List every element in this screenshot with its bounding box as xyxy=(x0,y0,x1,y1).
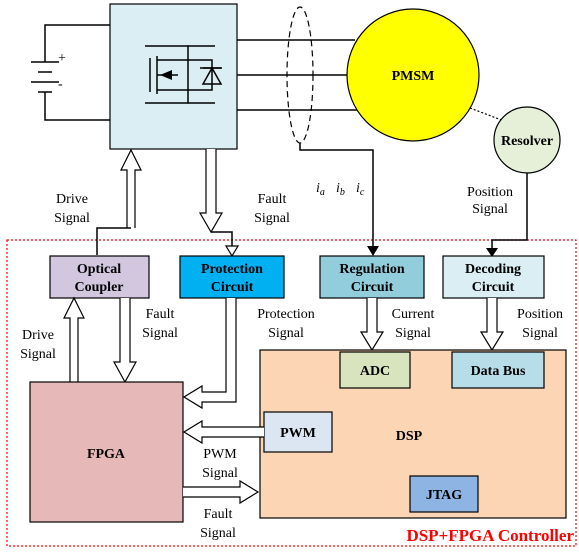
regulation-to-dsp-arrow xyxy=(359,298,385,352)
decoding-circuit-box xyxy=(442,255,545,299)
drive-signal-left-1: Drive xyxy=(22,328,54,343)
current-sense-arrowhead xyxy=(367,246,379,256)
controller-label: DSP+FPGA Controller xyxy=(406,526,574,545)
current-label-ib: ib xyxy=(336,181,345,198)
optical-coupler-line1: Optical xyxy=(77,262,121,277)
phase-lines xyxy=(237,39,358,111)
jtag-label: JTAG xyxy=(426,488,462,503)
fault-signal-bottom-2: Signal xyxy=(200,526,236,541)
current-signal-2: Signal xyxy=(395,326,431,341)
position-line xyxy=(491,173,528,250)
drive-line xyxy=(96,227,131,255)
pmsm-label: PMSM xyxy=(392,69,435,84)
battery-plus: + xyxy=(58,51,66,66)
position-signal-right-1: Position xyxy=(517,307,563,322)
pwm-signal-1: PWM xyxy=(203,447,237,462)
decoding-to-dsp-arrow xyxy=(479,298,505,352)
dsp-label: DSP xyxy=(396,429,423,444)
drive-signal-left-2: Signal xyxy=(20,347,56,362)
position-arrowhead xyxy=(486,248,498,257)
optical-coupler-line2: Coupler xyxy=(75,280,124,295)
diode-triangle xyxy=(201,66,223,85)
current-sense-line xyxy=(299,143,374,248)
adc-box xyxy=(339,351,411,389)
drive-signal-top-1: Drive xyxy=(56,192,88,207)
decoding-circuit-line1: Decoding xyxy=(465,262,521,277)
position-signal-top-2: Signal xyxy=(472,202,508,217)
protection-signal-2: Signal xyxy=(268,326,304,341)
protection-circuit-box xyxy=(179,255,285,299)
drive-up-hollow-arrow xyxy=(63,296,85,382)
pmsm-motor xyxy=(346,8,480,142)
fault-signal-top-1: Fault xyxy=(258,192,287,207)
adc-label: ADC xyxy=(360,364,390,379)
protection-to-fpga-arrow xyxy=(182,298,237,410)
fault-line xyxy=(211,231,233,248)
mosfet-arrow xyxy=(160,70,172,80)
drive-hollow-arrow xyxy=(120,148,142,228)
fault-arrowhead xyxy=(224,245,240,258)
optical-coupler-box xyxy=(49,255,150,299)
databus-box xyxy=(451,351,545,389)
regulation-circuit-box xyxy=(319,255,425,299)
fpga-label: FPGA xyxy=(87,447,126,462)
regulation-circuit-line2: Circuit xyxy=(351,280,394,295)
battery-circuit xyxy=(31,24,110,121)
drive-signal-top-2: Signal xyxy=(54,211,90,226)
pwm-signal-2: Signal xyxy=(202,466,238,481)
position-signal-right-2: Signal xyxy=(522,326,558,341)
current-label-ic: ic xyxy=(356,181,365,198)
current-signal-1: Current xyxy=(392,307,435,322)
inverter-box xyxy=(109,3,238,150)
current-label-ia: ia xyxy=(316,181,325,198)
battery-minus: - xyxy=(58,77,63,92)
protection-circuit-line2: Circuit xyxy=(211,280,254,295)
resolver-label: Resolver xyxy=(501,134,553,149)
regulation-circuit-line1: Regulation xyxy=(339,262,405,277)
fpga-box xyxy=(29,381,184,523)
controller-boundary xyxy=(6,239,577,547)
protection-signal-1: Protection xyxy=(257,307,315,322)
fault-hollow-arrow xyxy=(198,149,224,234)
pwm-to-fpga-arrow xyxy=(182,419,264,445)
fault-signal-bottom-1: Fault xyxy=(204,507,233,522)
jtag-box xyxy=(409,475,479,513)
pwm-label: PWM xyxy=(280,426,316,441)
fault-signal-mid-2: Signal xyxy=(142,326,178,341)
fpga-to-dsp-arrow xyxy=(183,479,260,505)
decoding-circuit-line2: Circuit xyxy=(472,280,515,295)
position-signal-top-1: Position xyxy=(467,185,513,200)
fault-signal-top-2: Signal xyxy=(254,211,290,226)
fault-down-hollow-arrow xyxy=(112,298,138,384)
protection-circuit-line1: Protection xyxy=(201,262,263,277)
databus-label: Data Bus xyxy=(471,364,526,379)
fault-signal-mid-1: Fault xyxy=(146,307,175,322)
